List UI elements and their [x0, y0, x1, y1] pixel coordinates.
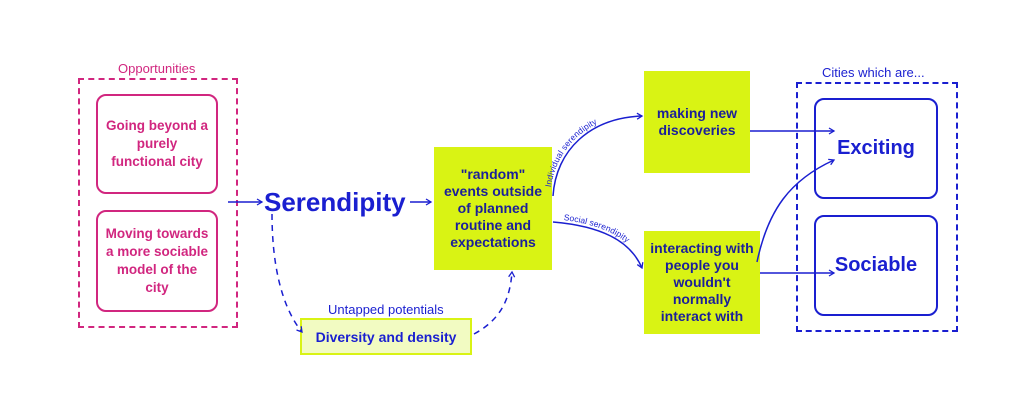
- arrow-serendipity-diversity: [271, 213, 303, 333]
- city-box-sociable: Sociable: [814, 215, 938, 316]
- opportunities-label: Opportunities: [118, 61, 196, 76]
- interacting-people-box: interacting with people you wouldn't nor…: [644, 231, 760, 334]
- random-events-box: "random" events outside of planned routi…: [434, 147, 552, 270]
- opportunity-box-sociable: Moving towards a more sociable model of …: [96, 210, 218, 312]
- opportunity-box-functional: Going beyond a purely functional city: [96, 94, 218, 194]
- arrow-social-serendipity: [552, 221, 644, 270]
- making-discoveries-box: making new discoveries: [644, 71, 750, 173]
- cities-label: Cities which are...: [822, 65, 925, 80]
- opportunities-group: [78, 78, 238, 328]
- arrow-individual-serendipity: [552, 112, 644, 197]
- arrow-diversity-random: [473, 270, 516, 335]
- serendipity-node: Serendipity: [264, 187, 406, 217]
- diversity-density-box: Diversity and density: [300, 318, 472, 355]
- city-box-exciting: Exciting: [814, 98, 938, 199]
- untapped-potentials-label: Untapped potentials: [328, 302, 444, 317]
- social-serendipity-label: Social serendipity: [563, 212, 632, 245]
